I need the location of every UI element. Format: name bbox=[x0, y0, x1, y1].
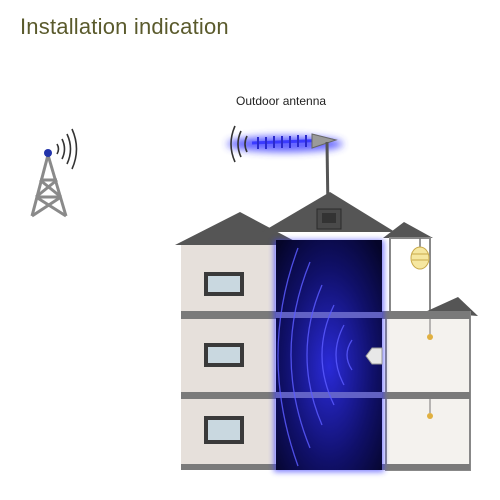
light-bulb-icon bbox=[427, 398, 433, 419]
light-bulb-icon bbox=[427, 318, 433, 340]
lamp-icon bbox=[410, 238, 430, 270]
indoor-antenna-icon bbox=[365, 347, 383, 365]
indoor-signal-waves bbox=[277, 247, 353, 467]
page-title: Installation indication bbox=[20, 14, 229, 39]
repeater-device-icon bbox=[316, 208, 342, 230]
cell-tower-icon bbox=[30, 128, 78, 218]
building-illustration bbox=[175, 192, 478, 472]
antenna-signal-waves-icon bbox=[230, 125, 248, 163]
outdoor-antenna-label: Outdoor antenna bbox=[236, 94, 327, 108]
window bbox=[204, 416, 244, 444]
window bbox=[204, 343, 244, 367]
outdoor-antenna-icon bbox=[227, 125, 343, 213]
window bbox=[204, 272, 244, 296]
tower-signal-waves-icon bbox=[56, 128, 78, 170]
